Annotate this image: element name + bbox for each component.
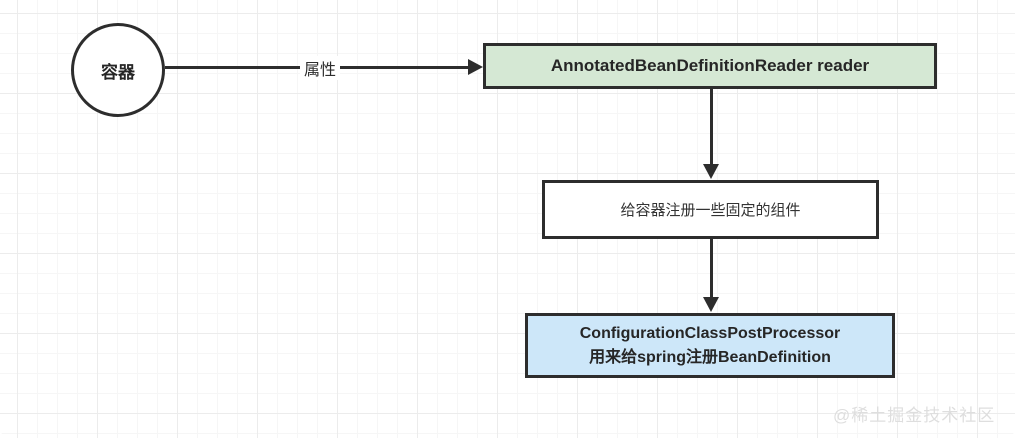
node-processor: ConfigurationClassPostProcessor 用来给sprin… <box>525 313 895 378</box>
arrowhead-down-icon <box>703 297 719 312</box>
edge-reader-to-register-line <box>710 89 713 165</box>
watermark-text: @稀土掘金技术社区 <box>833 406 996 425</box>
node-processor-label-line2: 用来给spring注册BeanDefinition <box>589 348 831 366</box>
node-reader-label: AnnotatedBeanDefinitionReader reader <box>550 56 870 75</box>
node-container-label: 容器 <box>101 62 135 82</box>
node-container-circle: 容器 <box>71 23 165 117</box>
node-register: 给容器注册一些固定的组件 <box>542 180 879 239</box>
node-processor-label-line1: ConfigurationClassPostProcessor <box>579 325 841 343</box>
arrowhead-right-icon <box>468 59 483 75</box>
edge-register-to-processor-line <box>710 239 713 298</box>
node-reader: AnnotatedBeanDefinitionReader reader <box>483 43 937 89</box>
edge-label-attribute: 属性 <box>300 56 341 80</box>
node-register-label: 给容器注册一些固定的组件 <box>620 202 801 219</box>
arrowhead-down-icon <box>703 164 719 179</box>
